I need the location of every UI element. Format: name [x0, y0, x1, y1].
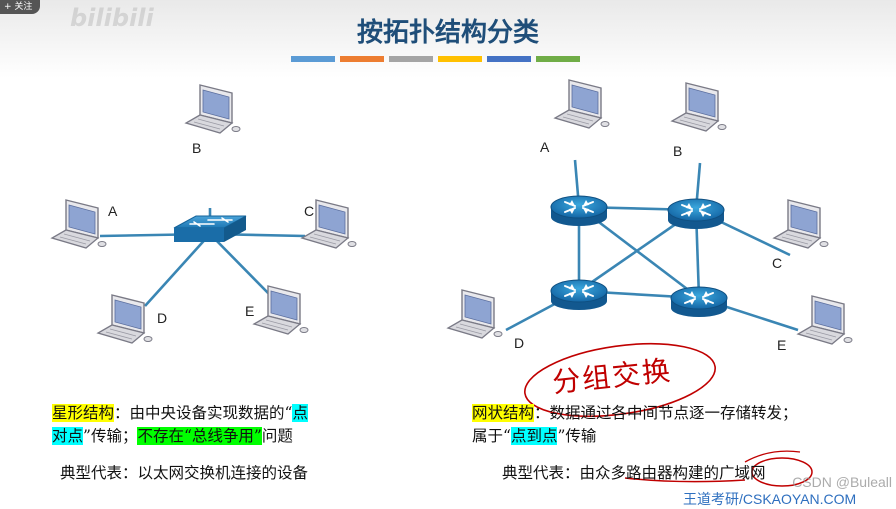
- mesh-example: 典型代表：由众多路由器构建的广域网: [502, 464, 766, 482]
- star-description: 星形结构：由中央设备实现数据的“点 对点”传输；不存在“总线争用”问题: [52, 402, 308, 448]
- laptop-icon: [772, 199, 829, 249]
- star-line2-text: ”传输；: [83, 427, 138, 445]
- annotation-underline: [624, 477, 746, 483]
- csdn-watermark: CSDN @Buleall: [792, 474, 892, 490]
- laptop-icon: [96, 294, 153, 344]
- mesh-node-label-e: E: [777, 337, 786, 353]
- wangdao-watermark: 王道考研/CSKAOYAN.COM: [683, 491, 857, 507]
- network-link: [209, 233, 272, 297]
- node-label-c: C: [304, 203, 314, 219]
- laptop-icon: [300, 199, 357, 249]
- router-icon: [670, 286, 728, 317]
- mesh-line2-end: ”传输: [557, 427, 597, 445]
- laptop-icon: [553, 79, 610, 129]
- laptop-icon: [50, 199, 107, 249]
- title-color-bar: [340, 56, 384, 62]
- page-title: 按拓扑结构分类: [356, 18, 539, 48]
- laptop-icon: [252, 285, 309, 335]
- switch-icon: [173, 215, 247, 242]
- node-label-e: E: [245, 303, 254, 319]
- node-label-b: B: [192, 140, 201, 156]
- laptop-icon: [670, 82, 727, 132]
- mesh-node-label-c: C: [772, 255, 782, 271]
- annotation-circle: [524, 342, 716, 418]
- mesh-node-label-b: B: [673, 143, 682, 159]
- router-icon: [550, 195, 608, 226]
- header-band: [0, 0, 896, 78]
- star-point2: 对点: [52, 427, 84, 445]
- annotation-circle-wan: [751, 457, 813, 487]
- mesh-line1-text: ：数据通过各中间节点逐一存储转发；: [534, 404, 798, 422]
- mesh-term: 网状结构: [472, 404, 535, 422]
- star-line1-text: ：由中央设备实现数据的“: [114, 404, 293, 422]
- title-color-bar: [487, 56, 531, 62]
- star-point1: 点: [292, 404, 308, 422]
- annotation-stroke: [744, 450, 801, 463]
- network-link: [144, 233, 211, 307]
- star-term: 星形结构: [52, 404, 115, 422]
- follow-button[interactable]: + 关注: [0, 0, 41, 14]
- bilibili-logo: bilibili: [70, 4, 154, 32]
- laptop-icon: [796, 295, 853, 345]
- star-line2-end: 问题: [261, 427, 293, 445]
- router-icon: [550, 279, 608, 310]
- title-color-bar: [291, 56, 335, 62]
- star-example: 典型代表：以太网交换机连接的设备: [60, 464, 309, 482]
- laptop-icon: [446, 289, 503, 339]
- mesh-p2p: 点到点: [510, 427, 558, 445]
- title-color-bar: [389, 56, 433, 62]
- node-label-a: A: [108, 203, 118, 219]
- mesh-line2-start: 属于“: [472, 427, 511, 445]
- mesh-description: 网状结构：数据通过各中间节点逐一存储转发； 属于“点到点”传输: [472, 402, 798, 448]
- laptop-icon: [184, 84, 241, 134]
- title-color-bar: [438, 56, 482, 62]
- node-label-d: D: [157, 310, 167, 326]
- router-icon: [667, 198, 725, 229]
- star-no-bus: 不存在“总线争用”: [137, 427, 262, 445]
- mesh-node-label-a: A: [540, 139, 550, 155]
- title-color-bar: [536, 56, 580, 62]
- mesh-node-label-d: D: [514, 335, 524, 351]
